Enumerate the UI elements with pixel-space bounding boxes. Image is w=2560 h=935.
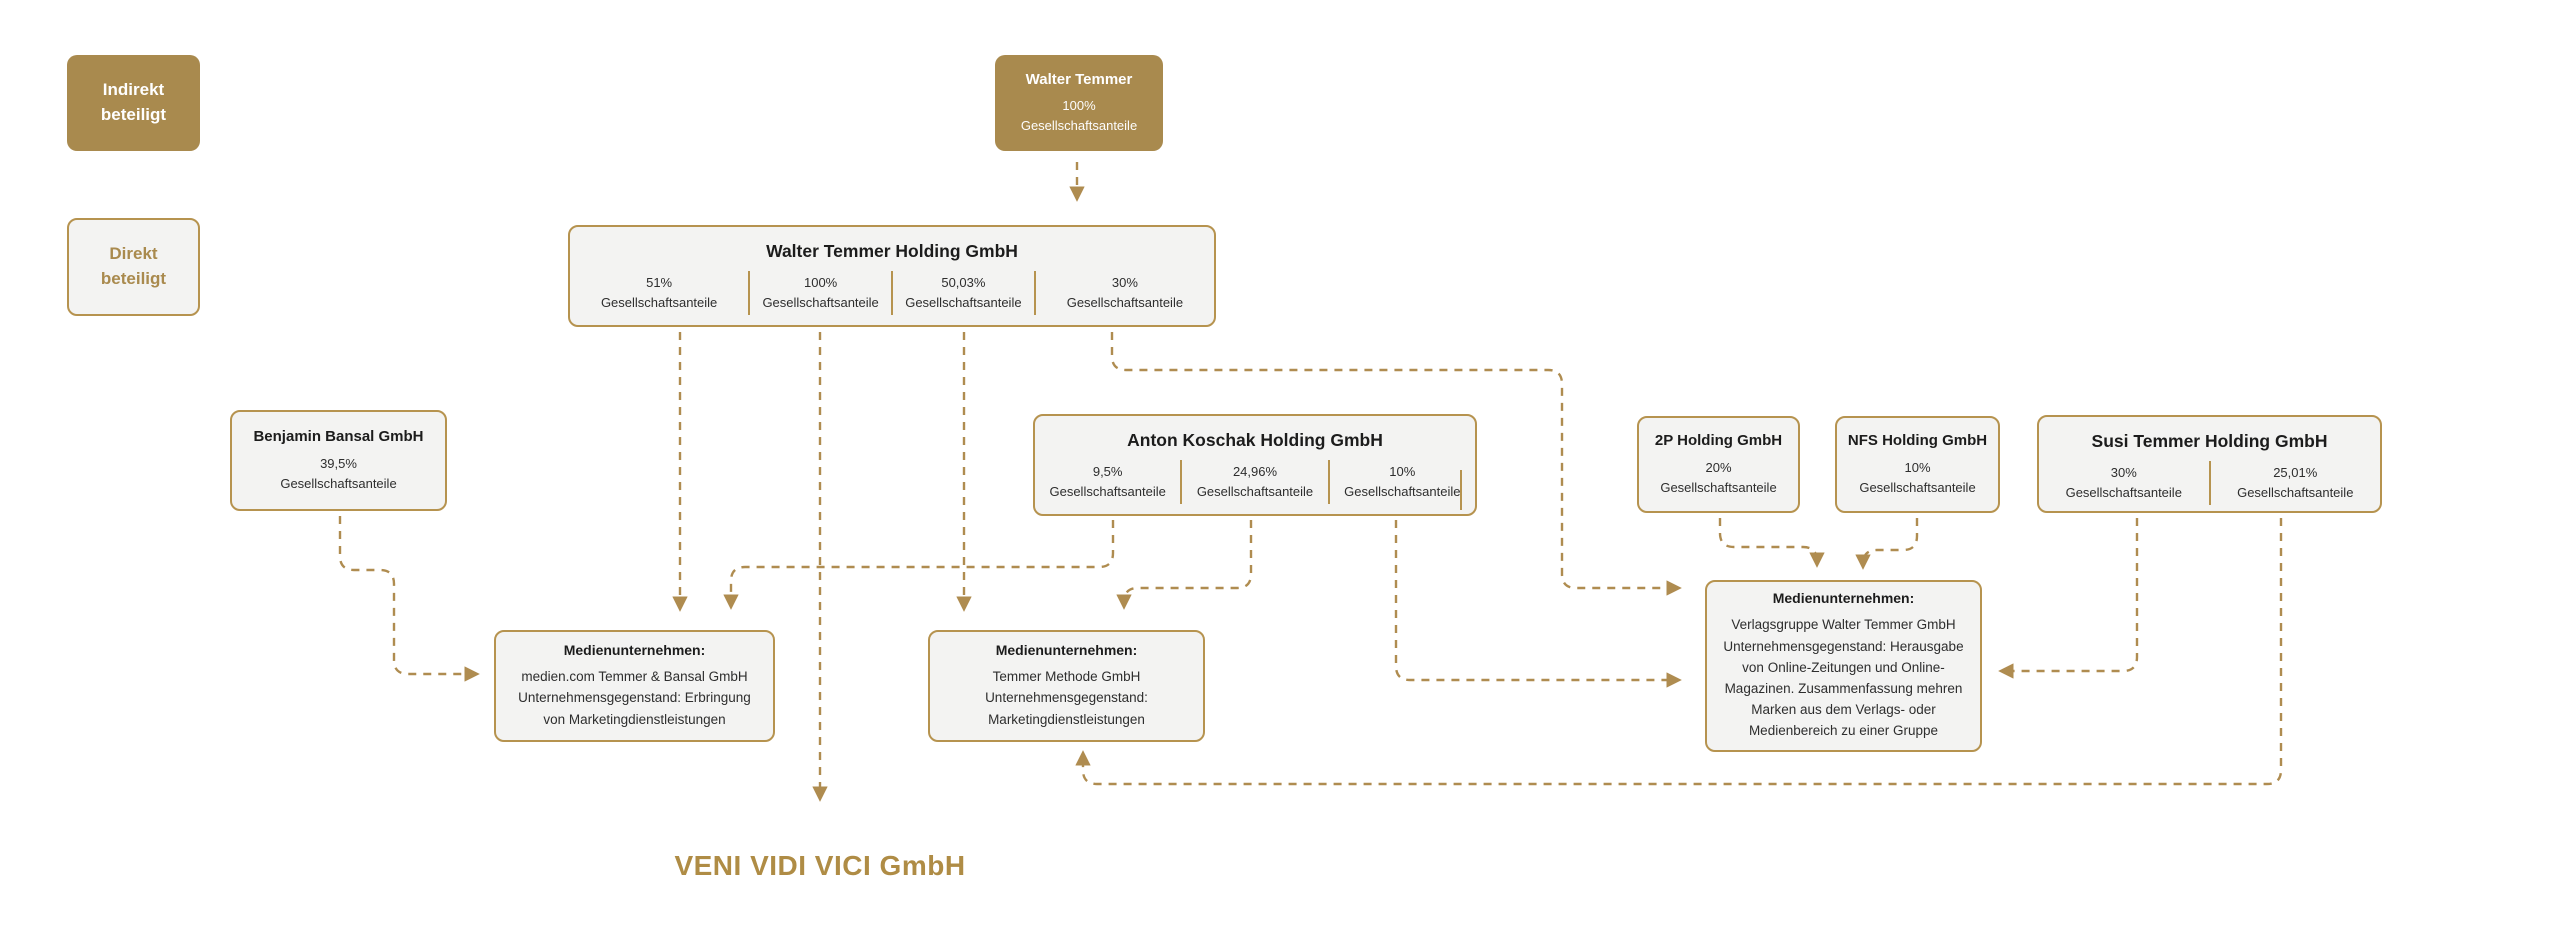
share-percent: 30% (2110, 464, 2137, 480)
media-line: Marken aus dem Verlags- oder (1751, 702, 1936, 718)
node-nfs-holding: NFS Holding GmbH 10% Gesellschaftsanteil… (1835, 416, 2000, 513)
divider (1460, 470, 1462, 510)
share-percent: 20% (1705, 459, 1732, 475)
media-line: Unternehmensgegenstand: Erbringung (518, 690, 751, 706)
share-percent: 50,03% (941, 274, 986, 290)
shares-row: 30% Gesellschaftsanteile 25,01% Gesellsc… (2039, 460, 2381, 506)
media-line: Unternehmensgegenstand: Herausgabe (1723, 638, 1964, 654)
share-label: Gesellschaftsanteile (1196, 483, 1314, 499)
share-percent: 25,01% (2273, 464, 2318, 480)
media-line: medien.com Temmer & Bansal GmbH (521, 669, 748, 685)
share-column: 9,5% Gesellschaftsanteile (1035, 460, 1180, 504)
node-media-temmer-methode: Medienunternehmen: Temmer Methode GmbH U… (928, 630, 1205, 742)
share-label: Gesellschaftsanteile (600, 294, 718, 310)
media-line: Medienbereich zu einer Gruppe (1748, 723, 1939, 739)
node-2p-holding: 2P Holding GmbH 20% Gesellschaftsanteile (1637, 416, 1800, 513)
share-percent: 9,5% (1092, 463, 1123, 479)
node-title: Walter Temmer Holding GmbH (766, 241, 1018, 261)
media-line: Temmer Methode GmbH (992, 669, 1141, 685)
legend-indirect-label: Indirekt beteiligt (100, 80, 167, 124)
share-column: 100% Gesellschaftsanteile (748, 270, 891, 316)
share-label: Gesellschaftsanteile (762, 294, 879, 310)
share-column: 30% Gesellschaftsanteile (1033, 270, 1214, 316)
share-percent: 51% (646, 274, 673, 290)
legend-direct: Direkt beteiligt (67, 218, 200, 316)
share-percent: 39,5% (320, 455, 357, 471)
share-percent: 10% (1389, 463, 1416, 479)
share-percent: 24,96% (1232, 463, 1278, 479)
node-title: Benjamin Bansal GmbH (253, 428, 424, 446)
media-line: Magazinen. Zusammenfassung mehren (1724, 681, 1963, 696)
node-walter-temmer: Walter Temmer 100% Gesellschaftsanteile (995, 55, 1163, 151)
share-column: 50,03% Gesellschaftsanteile (891, 270, 1034, 316)
media-line: Unternehmensgegenstand: (985, 690, 1148, 706)
node-title: Anton Koschak Holding GmbH (1127, 430, 1383, 450)
share-label: Gesellschaftsanteile (1049, 483, 1166, 499)
node-title: Walter Temmer (1025, 70, 1133, 88)
node-title: NFS Holding GmbH (1847, 432, 1988, 450)
share-column: 51% Gesellschaftsanteile (570, 271, 748, 315)
connector-koschak-10-to-verlagsgruppe (1394, 520, 1682, 688)
media-line: Verlagsgruppe Walter Temmer GmbH (1731, 617, 1956, 633)
share-label: Gesellschaftsanteile (1066, 294, 1184, 310)
node-anton-koschak: Anton Koschak Holding GmbH 9,5% Gesellsc… (1033, 414, 1477, 516)
node-title: Susi Temmer Holding GmbH (2091, 431, 2328, 451)
share-label: Gesellschaftsanteile (1344, 483, 1461, 499)
share-label: Gesellschaftsanteile (905, 294, 1022, 310)
share-column: 30% Gesellschaftsanteile (2039, 461, 2209, 505)
share-label: Gesellschaftsanteile (1020, 118, 1138, 134)
media-heading: Medienunternehmen: (995, 642, 1138, 659)
node-media-mediencom: Medienunternehmen: medien.com Temmer & B… (494, 630, 775, 742)
share-label: Gesellschaftsanteile (280, 475, 397, 491)
share-percent: 100% (803, 274, 838, 290)
connector-bansal-to-mediencom (338, 516, 480, 682)
legend-indirect: Indirekt beteiligt (67, 55, 200, 151)
shares-row: 51% Gesellschaftsanteile 100% Gesellscha… (570, 270, 1214, 316)
node-susi-temmer-holding: Susi Temmer Holding GmbH 30% Gesellschaf… (2037, 415, 2382, 513)
share-column: 10% Gesellschaftsanteile (1327, 459, 1475, 505)
node-title: 2P Holding GmbH (1654, 432, 1783, 450)
share-label: Gesellschaftsanteile (2065, 484, 2182, 500)
node-benjamin-bansal: Benjamin Bansal GmbH 39,5% Gesellschafts… (230, 410, 447, 511)
company-name: VENI VIDI VICI GmbH (674, 850, 966, 881)
media-heading: Medienunternehmen: (1772, 590, 1915, 607)
share-label: Gesellschaftsanteile (2237, 484, 2354, 500)
connector-susi-30-to-verlagsgruppe (1998, 518, 2139, 679)
connector-koschak-2496-to-temmer-methode (1116, 520, 1253, 610)
connector-susi-2501-to-temmer-methode (1075, 518, 2283, 786)
legend-direct-label: Direkt beteiligt (100, 244, 167, 288)
share-percent: 30% (1111, 274, 1138, 290)
node-walter-temmer-holding: Walter Temmer Holding GmbH 51% Gesellsch… (568, 225, 1216, 327)
connector-2p-to-verlagsgruppe (1718, 518, 1825, 568)
share-label: Gesellschaftsanteile (1660, 479, 1777, 495)
share-percent: 100% (1062, 98, 1096, 114)
share-column: 25,01% Gesellschaftsanteile (2208, 460, 2381, 506)
share-label: Gesellschaftsanteile (1859, 479, 1976, 495)
media-heading: Medienunternehmen: (563, 642, 706, 659)
share-percent: 10% (1904, 459, 1931, 475)
node-media-verlagsgruppe: Medienunternehmen: Verlagsgruppe Walter … (1705, 580, 1982, 752)
media-line: von Marketingdienstleistungen (543, 711, 726, 727)
share-column: 24,96% Gesellschaftsanteile (1180, 459, 1327, 505)
shares-row: 9,5% Gesellschaftsanteile 24,96% Gesells… (1035, 459, 1475, 505)
media-line: von Online-Zeitungen und Online- (1742, 659, 1945, 675)
media-line: Marketingdienstleistungen (988, 711, 1145, 727)
connector-nfs-to-verlagsgruppe (1855, 518, 1919, 570)
connector-koschak-95-to-mediencom (723, 520, 1115, 610)
